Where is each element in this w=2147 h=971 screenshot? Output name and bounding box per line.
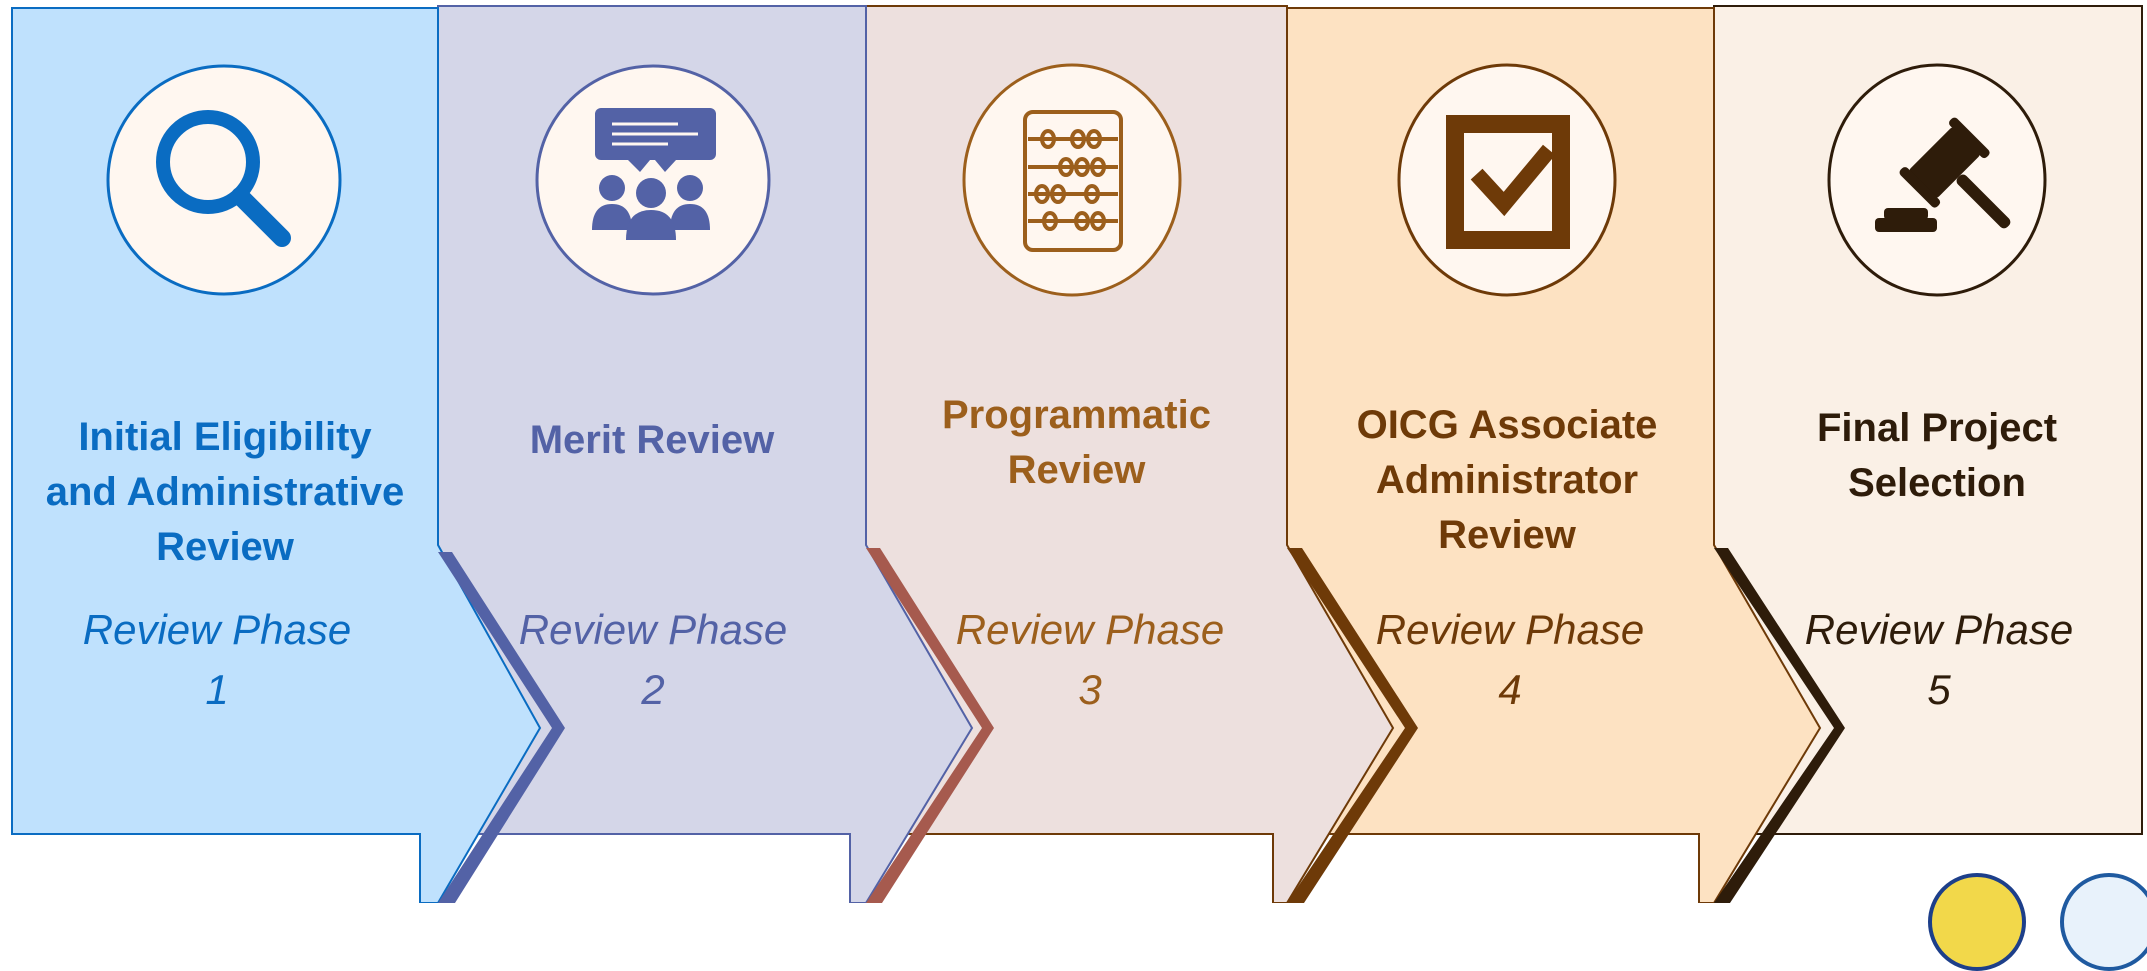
phase-1-icon-circle xyxy=(106,64,342,296)
phase-5-label: Review Phase 5 xyxy=(1724,600,2147,720)
gavel-icon xyxy=(1875,117,2011,232)
phase-5-label-text: Review Phase xyxy=(1804,606,2074,653)
phase-2-label-text: Review Phase xyxy=(518,606,788,653)
phase-1-title-line-3: Review xyxy=(156,525,294,569)
phase-3-label-text: Review Phase xyxy=(955,606,1225,653)
phase-1-label: Review Phase 1 xyxy=(12,600,422,720)
phase-2-number: 2 xyxy=(641,666,665,713)
phase-1-title-line-1: Initial Eligibility xyxy=(78,415,372,459)
agency-seal-left xyxy=(1928,873,2026,971)
phase-3-icon-circle xyxy=(962,63,1182,297)
phase-3-number: 3 xyxy=(1078,666,1102,713)
phase-1-title-line-2: and Administrative xyxy=(45,470,405,514)
phase-2-title: Merit Review xyxy=(438,413,866,468)
phase-5-number: 5 xyxy=(1927,666,1951,713)
phase-3-label: Review Phase 3 xyxy=(880,600,1300,720)
phase-4-label-text: Review Phase xyxy=(1375,606,1645,653)
review-process-diagram: Initial Eligibility and Administrative R… xyxy=(11,5,2147,971)
phase-1-label-text: Review Phase xyxy=(82,606,352,653)
phase-5-title: Final Project Selection xyxy=(1714,401,2147,511)
phase-2-title-line-1: Merit Review xyxy=(529,418,775,462)
phase-4-label: Review Phase 4 xyxy=(1300,600,1720,720)
phase-4-number: 4 xyxy=(1498,666,1522,713)
phase-3-title-line-1: Programmatic xyxy=(942,393,1211,437)
phase-4-title-line-1: OICG Associate xyxy=(1356,403,1658,447)
abacus-icon xyxy=(1023,110,1123,252)
phase-1-number: 1 xyxy=(205,666,229,713)
phase-4-title: OICG Associate Administrator Review xyxy=(1287,398,1727,563)
phase-3-title-line-2: Review xyxy=(1007,448,1146,492)
phase-2-icon-circle xyxy=(535,64,771,296)
discussion-group-icon xyxy=(592,108,716,240)
phase-3-title: Programmatic Review xyxy=(866,388,1287,498)
phase-5-title-line-2: Selection xyxy=(1848,461,2026,505)
phase-5-title-line-1: Final Project xyxy=(1816,406,2058,450)
phase-4-title-line-2: Administrator xyxy=(1375,458,1639,502)
agency-seal-right xyxy=(2060,873,2147,971)
phase-2-label: Review Phase 2 xyxy=(438,600,868,720)
magnifying-glass-icon xyxy=(156,110,291,247)
phase-1-title: Initial Eligibility and Administrative R… xyxy=(12,410,438,575)
phase-4-icon-circle xyxy=(1397,63,1617,297)
checkbox-icon xyxy=(1446,115,1570,249)
phase-4-title-line-3: Review xyxy=(1438,513,1576,557)
phase-5-icon-circle xyxy=(1827,63,2047,297)
phase-shapes xyxy=(11,5,2143,903)
